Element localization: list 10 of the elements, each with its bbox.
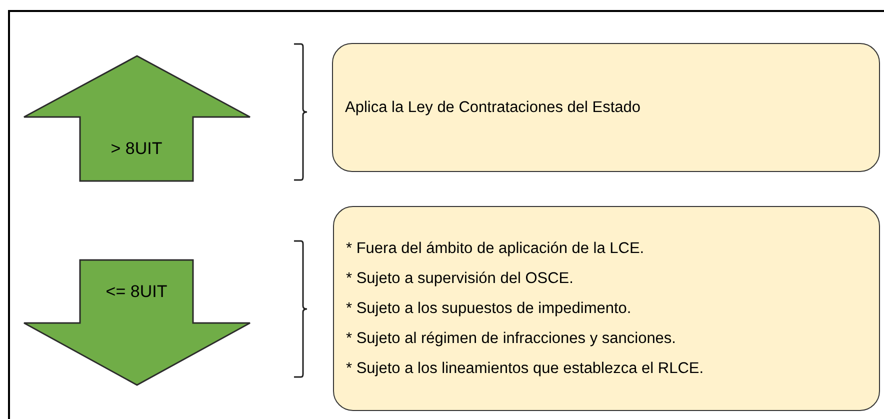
bullet-item: * Sujeto a los supuestos de impedimento.: [346, 299, 632, 319]
rounded-text-box: [332, 43, 880, 172]
arrow-label: <= 8UIT: [106, 280, 168, 303]
bullet-item: * Sujeto a los lineamientos que establezca el RLCE.: [346, 359, 705, 379]
bullet-item: * Sujeto a supervisión del OSCE.: [346, 269, 574, 289]
rounded-text-box: [333, 206, 880, 411]
box-text: Aplica la Ley de Contrataciones del Estado: [345, 98, 642, 118]
bullet-item: * Sujeto al régimen de infracciones y sanciones.: [346, 329, 677, 349]
bullet-item: * Fuera del ámbito de aplicación de la LCE.: [346, 239, 646, 259]
arrow-label: > 8UIT: [110, 138, 162, 160]
